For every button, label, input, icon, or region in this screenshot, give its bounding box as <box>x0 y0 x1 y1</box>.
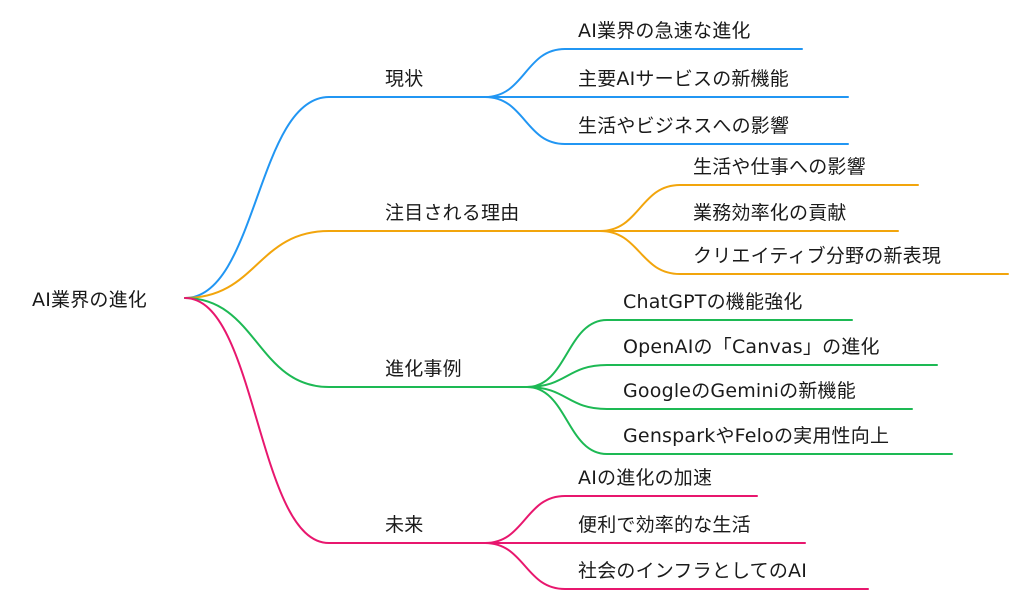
leaf-connector <box>526 386 913 410</box>
leaf-connector <box>599 184 919 232</box>
leaf-connector <box>599 230 1009 275</box>
leaf-connector <box>484 542 869 590</box>
leaf-label: OpenAIの「Canvas」の進化 <box>623 336 880 358</box>
leaf-connector <box>484 96 849 145</box>
leaf-connector <box>526 364 938 388</box>
leaf-label: ChatGPTの機能強化 <box>623 291 803 313</box>
root-node-label: AI業界の進化 <box>32 289 148 311</box>
leaf-label: クリエイティブ分野の新表現 <box>693 245 942 267</box>
branch-label: 注目される理由 <box>385 202 520 224</box>
leaf-label: 便利で効率的な生活 <box>578 514 751 536</box>
branch-label: 現状 <box>385 68 424 90</box>
leaf-label: AIの進化の加速 <box>578 467 713 489</box>
leaf-connector <box>526 319 853 388</box>
leaf-label: 主要AIサービスの新機能 <box>578 68 790 90</box>
leaf-label: 生活や仕事への影響 <box>693 156 866 178</box>
branch-connector <box>184 230 601 299</box>
leaf-connector <box>526 386 953 455</box>
branch-label: 進化事例 <box>385 358 462 380</box>
leaf-label: GoogleのGeminiの新機能 <box>623 380 856 402</box>
leaf-connector <box>484 48 803 98</box>
branch-connector <box>184 96 486 299</box>
leaf-label: 生活やビジネスへの影響 <box>578 115 790 137</box>
branch-connector <box>184 297 528 388</box>
branch-connector <box>184 297 486 544</box>
branch-label: 未来 <box>385 514 424 536</box>
leaf-label: GensparkやFeloの実用性向上 <box>623 425 890 447</box>
leaf-connector <box>484 495 758 544</box>
leaf-label: 社会のインフラとしてのAI <box>578 560 808 582</box>
leaf-label: 業務効率化の貢献 <box>693 202 847 224</box>
leaf-label: AI業界の急速な進化 <box>578 20 751 42</box>
